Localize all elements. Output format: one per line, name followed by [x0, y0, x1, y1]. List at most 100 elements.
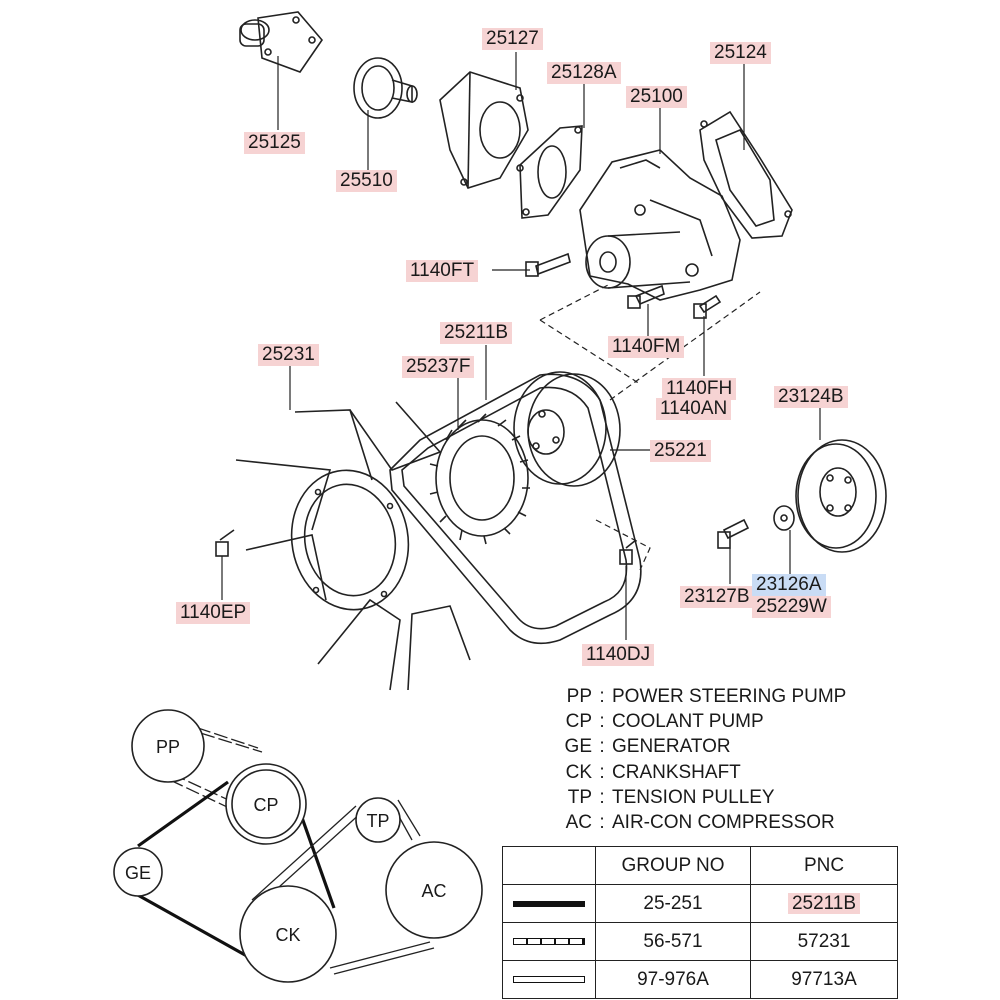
- part-label-25211B[interactable]: 25211B: [440, 322, 513, 344]
- pulley-25221-drawing: [513, 371, 621, 487]
- part-label-25100[interactable]: 25100: [626, 86, 687, 108]
- legend-sep: :: [599, 686, 605, 707]
- group-no-cell: 25-251: [595, 884, 751, 923]
- pulley-ge-label: GE: [125, 863, 151, 883]
- leader-lines: [221, 52, 821, 640]
- part-label-23127B[interactable]: 23127B: [680, 586, 754, 608]
- legend-sep: :: [599, 812, 605, 834]
- part-label-1140FT[interactable]: 1140FT: [406, 260, 479, 282]
- part-label-1140FH[interactable]: 1140FH: [662, 378, 737, 400]
- bolt-1140FM: [627, 284, 665, 309]
- legend-code: PP: [566, 686, 592, 707]
- bolt-23127B-drawing: [717, 518, 750, 549]
- belt-table: GROUP NO PNC 25-251 25211B 56-571 57231 …: [502, 846, 898, 999]
- belt-swatch-thick: [513, 900, 585, 907]
- legend-desc: GENERATOR: [612, 736, 731, 758]
- belt-style-cell: [502, 884, 596, 923]
- pulley-ck: [239, 885, 337, 983]
- legend-code: CP: [565, 711, 592, 733]
- abbreviation-legend: PP : POWER STEERING PUMP CP : COOLANT PU…: [548, 684, 847, 835]
- legend-row-tp: TP : TENSION PULLEY: [548, 785, 846, 810]
- bolt-1140EP: [215, 529, 235, 557]
- legend-row-cp: CP : COOLANT PUMP: [548, 709, 846, 734]
- legend-row-ck: CK : CRANKSHAFT: [548, 760, 846, 785]
- pulley-cp-label: CP: [253, 795, 278, 815]
- part-label-1140EP[interactable]: 1140EP: [176, 602, 251, 624]
- legend-desc: TENSION PULLEY: [612, 786, 775, 808]
- belt-swatch-dashed: [513, 938, 585, 945]
- part-label-25237F[interactable]: 25237F: [402, 356, 475, 378]
- pnc-cell[interactable]: 25211B: [750, 884, 898, 923]
- part-label-25124[interactable]: 25124: [710, 42, 771, 64]
- pulley-cp-inner: [231, 769, 301, 839]
- part-label-25510[interactable]: 25510: [336, 170, 397, 192]
- legend-code: AC: [565, 812, 592, 834]
- legend-desc: COOLANT PUMP: [612, 711, 764, 733]
- legend-row-pp: PP : POWER STEERING PUMP: [548, 684, 847, 709]
- table-row: 56-571 57231: [502, 922, 898, 961]
- table-row: 25-251 25211B: [502, 884, 898, 923]
- belt-table-header: GROUP NO PNC: [502, 846, 898, 885]
- table-row: 97-976A 97713A: [502, 960, 898, 999]
- legend-row-ge: GE : GENERATOR: [548, 734, 846, 759]
- legend-sep: :: [599, 786, 605, 808]
- pulley-ck-label: CK: [275, 925, 300, 945]
- part-label-23124B[interactable]: 23124B: [774, 386, 848, 408]
- fan-clutch-drawing: [429, 413, 530, 545]
- pnc-cell: 97713A: [750, 960, 898, 999]
- legend-desc: AIR-CON COMPRESSOR: [612, 812, 835, 834]
- pulley-ac: [385, 841, 483, 939]
- legend-sep: :: [599, 761, 605, 783]
- pulley-ac-label: AC: [421, 881, 446, 901]
- legend-sep: :: [599, 736, 605, 758]
- part-label-1140FM[interactable]: 1140FM: [608, 336, 685, 358]
- legend-sep: :: [599, 711, 605, 733]
- legend-code: CK: [565, 761, 592, 783]
- pulley-pp: [131, 709, 205, 783]
- legend-code: TP: [567, 786, 592, 808]
- legend-code: GE: [564, 736, 592, 758]
- bolt-1140FH: [693, 294, 722, 319]
- pulley-tp: [355, 797, 401, 843]
- thermostat-cover-drawing: [239, 11, 324, 73]
- belt-drawing: [389, 373, 642, 645]
- legend-desc: CRANKSHAFT: [612, 761, 741, 783]
- belt-style-cell: [502, 960, 596, 999]
- belt-routing-schematic: PP CP GE CK TP AC: [113, 709, 483, 983]
- part-label-25127[interactable]: 25127: [482, 28, 543, 50]
- legend-desc: POWER STEERING PUMP: [612, 686, 847, 707]
- belt-thick: [135, 780, 336, 962]
- part-label-25125[interactable]: 25125: [244, 132, 305, 154]
- belt-style-cell: [502, 922, 596, 961]
- part-label-1140DJ[interactable]: 1140DJ: [582, 644, 655, 666]
- pnc-link[interactable]: 25211B: [787, 892, 861, 914]
- water-pump-drawing: [579, 149, 741, 301]
- legend-row-ac: AC : AIR-CON COMPRESSOR: [548, 810, 846, 835]
- part-label-23126A[interactable]: 23126A: [752, 574, 826, 596]
- group-no-cell: 56-571: [595, 922, 751, 961]
- water-fitting-drawing: [439, 71, 529, 189]
- crank-pulley-drawing: [795, 439, 887, 553]
- part-label-1140AN[interactable]: 1140AN: [656, 398, 732, 420]
- part-label-25229W[interactable]: 25229W: [752, 596, 831, 618]
- header-belt-style: [502, 846, 596, 885]
- pnc-cell: 57231: [750, 922, 898, 961]
- pump-gasket-drawing: [699, 110, 793, 239]
- thermostat-drawing: [353, 57, 418, 119]
- washer-drawing: [773, 505, 795, 531]
- part-label-25221[interactable]: 25221: [650, 440, 711, 462]
- belt-swatch-double: [513, 976, 585, 983]
- bolt-1140FT: [525, 252, 571, 277]
- header-pnc: PNC: [750, 846, 898, 885]
- part-label-25128A[interactable]: 25128A: [547, 62, 621, 84]
- group-no-cell: 97-976A: [595, 960, 751, 999]
- part-label-25231[interactable]: 25231: [258, 344, 319, 366]
- pulley-tp-label: TP: [366, 811, 389, 831]
- header-group-no: GROUP NO: [595, 846, 751, 885]
- bolt-1140DJ: [619, 539, 637, 565]
- pulley-pp-label: PP: [156, 737, 180, 757]
- pulley-ge: [113, 847, 163, 897]
- fan-drawing: [235, 401, 471, 691]
- gasket-drawing: [519, 125, 583, 219]
